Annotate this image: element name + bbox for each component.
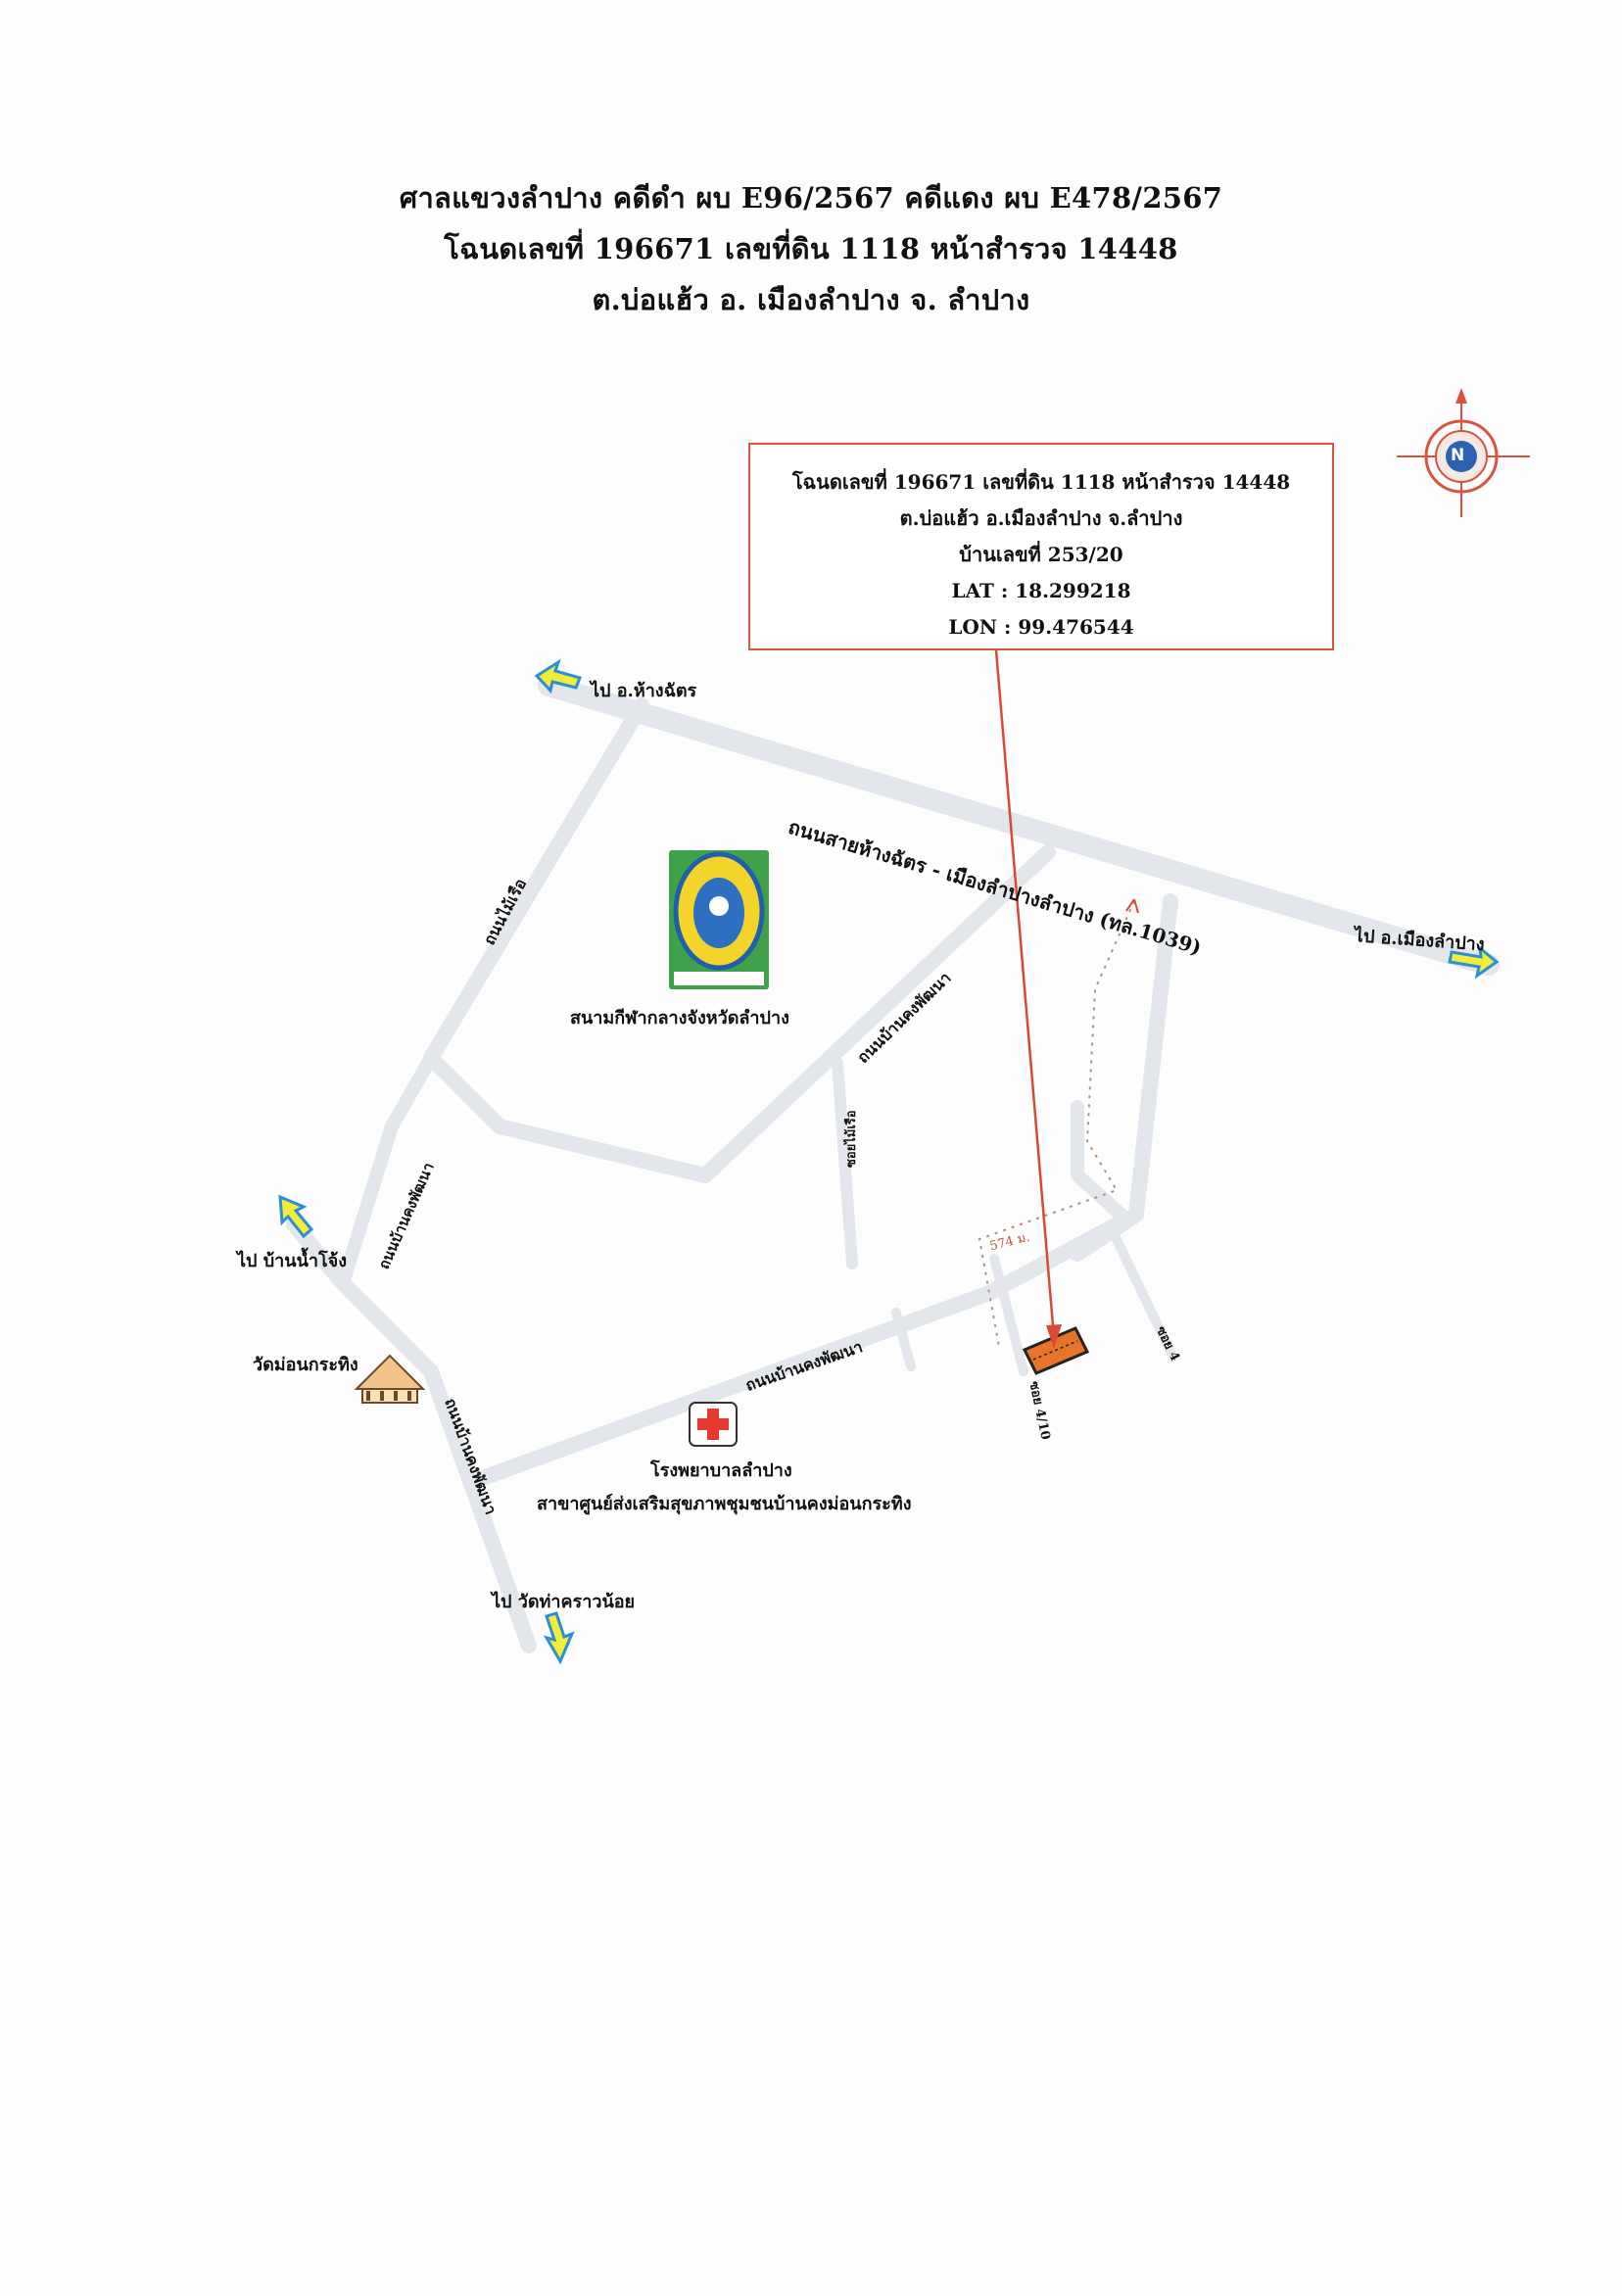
road-east-vertical <box>1070 893 1178 1262</box>
label-soi-mairue: ซอยไม้เรือ <box>844 1110 859 1168</box>
road-soi-4-10 <box>989 1254 1028 1376</box>
header-line-court-case: ศาลแขวงลำปาง คดีดำ ผบ E96/2567 คดีแดง ผบ… <box>399 181 1223 215</box>
road-network <box>286 675 1500 1653</box>
label-hospital-name: โรงพยาบาลลำปาง <box>650 1460 792 1481</box>
arrow-namphong-icon <box>278 1194 314 1239</box>
road-east-link <box>1071 1100 1133 1226</box>
temple-icon <box>354 1354 426 1404</box>
info-house-number: บ้านเลขที่ 253/20 <box>959 543 1123 566</box>
stadium-emblem-icon <box>669 850 769 989</box>
label-hospital-branch: สาขาศูนย์ส่งเสริมสุขภาพชุมชนบ้านคงม่อนกร… <box>537 1494 912 1514</box>
north-compass-icon <box>1397 388 1530 517</box>
route-arrow-head-icon <box>1125 898 1139 914</box>
road-highway <box>538 675 1500 976</box>
arrow-thakrao-icon <box>543 1611 575 1665</box>
label-to-hangchat: ไป อ.ห้างฉัตร <box>591 681 697 701</box>
road-soi-4 <box>1107 1224 1175 1357</box>
compass-north-label: N <box>1451 446 1465 465</box>
location-pointer-arrow-icon <box>1046 1324 1062 1349</box>
road-short-soi <box>891 1308 916 1371</box>
route-dotted <box>978 900 1135 1348</box>
header-line-location: ต.บ่อแฮ้ว อ. เมืองลำปาง จ. ลำปาง <box>592 283 1030 316</box>
location-info-box: โฉนดเลขที่ 196671 เลขที่ดิน 1118 หน้าสำร… <box>748 443 1334 650</box>
info-longitude: LON : 99.476544 <box>948 615 1134 639</box>
document-header: ศาลแขวงลำปาง คดีดำ ผบ E96/2567 คดีแดง ผบ… <box>0 172 1622 325</box>
road-mairue-loop <box>423 697 1056 1183</box>
arrow-mueang-icon <box>1448 944 1500 980</box>
direction-arrows <box>278 658 1500 1665</box>
road-connector-west <box>336 1051 438 1290</box>
label-stadium: สนามกีฬากลางจังหวัดลำปาง <box>570 1008 789 1028</box>
label-temple: วัดม่อนกระทิง <box>253 1355 358 1375</box>
label-to-namphong: ไป บ้านน้ำโจ้ง <box>237 1251 347 1271</box>
hospital-cross-icon <box>689 1402 738 1447</box>
header-line-title-deed: โฉนดเลขที่ 196671 เลขที่ดิน 1118 หน้าสำร… <box>444 232 1178 265</box>
label-to-thakrao: ไป วัดท่าคราวน้อย <box>492 1592 636 1612</box>
info-subdistrict: ต.บ่อแฮ้ว อ.เมืองลำปาง จ.ลำปาง <box>899 506 1183 530</box>
arrow-hangchat-icon <box>534 658 583 694</box>
road-western <box>286 1217 537 1653</box>
location-pointer-line <box>994 649 1056 1338</box>
info-latitude: LAT : 18.299218 <box>951 579 1131 602</box>
road-soi-mairue <box>832 1057 858 1269</box>
target-parcel <box>1022 1326 1090 1375</box>
info-title-deed: โฉนดเลขที่ 196671 เลขที่ดิน 1118 หน้าสำร… <box>791 470 1291 494</box>
